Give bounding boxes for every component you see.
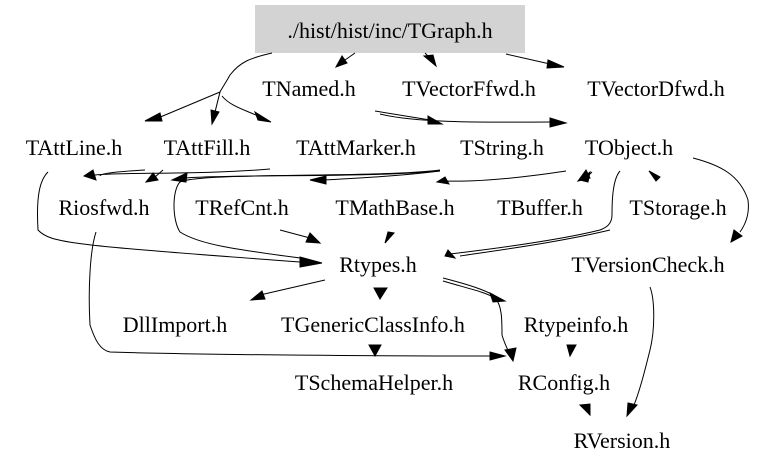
edge-Rtypes-Rtypeinfo-2 <box>442 280 496 299</box>
arrowhead-root-TAttMarker <box>254 110 272 123</box>
edge-root-TVectorDfwd <box>505 53 551 65</box>
node-TVersionCheck[interactable]: TVersionCheck.h <box>571 252 724 277</box>
arrowhead-TString-TRefCnt <box>170 172 188 183</box>
edge-TString-TMathBase <box>324 170 441 181</box>
edge-root-branch <box>219 52 273 93</box>
edge-Riosfwd-RConfig <box>88 231 491 357</box>
edge-Rtypes-Rtypeinfo <box>442 277 496 297</box>
arrowhead-Rtypes-Rtypeinfo <box>489 291 507 303</box>
node-Rtypeinfo[interactable]: Rtypeinfo.h <box>524 312 629 337</box>
arrowhead-Rtypeinfo-RConfig <box>566 344 577 358</box>
edge-root-TAttLine <box>157 91 221 119</box>
arrowhead-Rtypes-TGenericClassInfo <box>373 287 388 300</box>
arrowhead-Riosfwd-RConfig <box>489 351 507 361</box>
node-TAttFill[interactable]: TAttFill.h <box>164 135 251 160</box>
arrowhead-root-TAttFill <box>210 109 220 126</box>
edge-TObject-TVersionCheck <box>692 157 749 233</box>
nodes: ./hist/hist/inc/TGraph.h TNamed.h TVecto… <box>26 18 727 453</box>
edge-TObject-TRefCnt <box>444 170 567 182</box>
node-TBuffer[interactable]: TBuffer.h <box>497 195 583 220</box>
node-TNamed[interactable]: TNamed.h <box>262 76 355 101</box>
node-TObject[interactable]: TObject.h <box>585 135 673 160</box>
arrowhead-root-TAttLine <box>144 112 163 122</box>
node-RVersion[interactable]: RVersion.h <box>574 428 671 453</box>
edge-TObject-Rtypes <box>449 170 621 255</box>
arrowhead-TGenericClassInfo-TSchemaHelper <box>368 344 382 358</box>
arrowhead-TMathBase-Rtypes <box>384 231 395 244</box>
arrowhead-RConfig-RVersion <box>578 403 591 417</box>
edge-TRefCnt-Rtypes <box>279 229 311 239</box>
node-TAttLine[interactable]: TAttLine.h <box>26 135 123 160</box>
node-TSchemaHelper[interactable]: TSchemaHelper.h <box>295 370 453 395</box>
arrowhead-TObject-Rtypes <box>444 249 457 259</box>
node-TString[interactable]: TString.h <box>460 135 544 160</box>
edge-TString-Rtypes <box>173 169 441 259</box>
edge-Rtypes-RConfig <box>494 297 511 356</box>
edge-TNamed-TString <box>374 110 431 121</box>
node-TMathBase[interactable]: TMathBase.h <box>335 195 454 220</box>
arrowhead-TAttLine-Rtypes <box>299 256 323 268</box>
arrowhead-TObject-TVersionCheck <box>730 229 743 243</box>
root-node-box[interactable] <box>255 5 525 53</box>
arrowhead-TObject-TBuffer-2 <box>578 170 591 183</box>
arrowhead-TVersionCheck-RVersion <box>626 402 638 418</box>
arrowhead-TAttFill-Riosfwd <box>144 172 159 183</box>
node-Rtypes[interactable]: Rtypes.h <box>339 252 417 277</box>
edge-TNamed-TObject <box>379 113 553 123</box>
arrowhead-TObject-TRefCnt <box>435 176 450 185</box>
edge-Rtypes-DllImport <box>259 279 326 296</box>
edge-TString-Riosfwd-2 <box>94 168 271 176</box>
node-TAttMarker[interactable]: TAttMarker.h <box>296 135 416 160</box>
node-DllImport[interactable]: DllImport.h <box>123 312 228 337</box>
node-TGenericClassInfo[interactable]: TGenericClassInfo.h <box>281 312 465 337</box>
arrowhead-TString-Riosfwd <box>82 169 97 181</box>
node-Riosfwd[interactable]: Riosfwd.h <box>58 195 149 220</box>
edge-root-TAttMarker <box>221 95 259 117</box>
arrowhead-root-TVectorDfwd <box>546 59 565 69</box>
edge-root-TAttFill <box>214 91 221 113</box>
arrowhead-TRefCnt-Rtypes <box>305 232 322 244</box>
node-root[interactable]: ./hist/hist/inc/TGraph.h <box>287 18 492 43</box>
arrowhead-TNamed-TObject <box>549 117 568 128</box>
arrowhead-root-TNamed <box>334 55 348 68</box>
node-TRefCnt[interactable]: TRefCnt.h <box>195 195 289 220</box>
edge-TStorage-Rtypes <box>459 229 611 257</box>
arrowhead-root-TVectorFfwd <box>422 54 437 68</box>
arrowhead-TObject-TStorage <box>648 170 661 182</box>
arrowhead-Rtypes-RConfig <box>504 347 517 363</box>
edge-root-TNamed <box>344 52 356 61</box>
edge-TVersionCheck-RVersion <box>633 286 655 406</box>
arrowhead-Rtypes-DllImport <box>249 290 266 301</box>
edges <box>37 52 749 418</box>
node-TVectorFfwd[interactable]: TVectorFfwd.h <box>402 76 536 101</box>
edge-TString-Riosfwd <box>99 169 146 177</box>
node-RConfig[interactable]: RConfig.h <box>518 370 610 395</box>
edge-TAttLine-Rtypes <box>37 171 301 263</box>
arrowhead-TString-TMathBase <box>309 175 327 185</box>
node-TVectorDfwd[interactable]: TVectorDfwd.h <box>587 76 724 101</box>
node-TStorage[interactable]: TStorage.h <box>629 195 726 220</box>
